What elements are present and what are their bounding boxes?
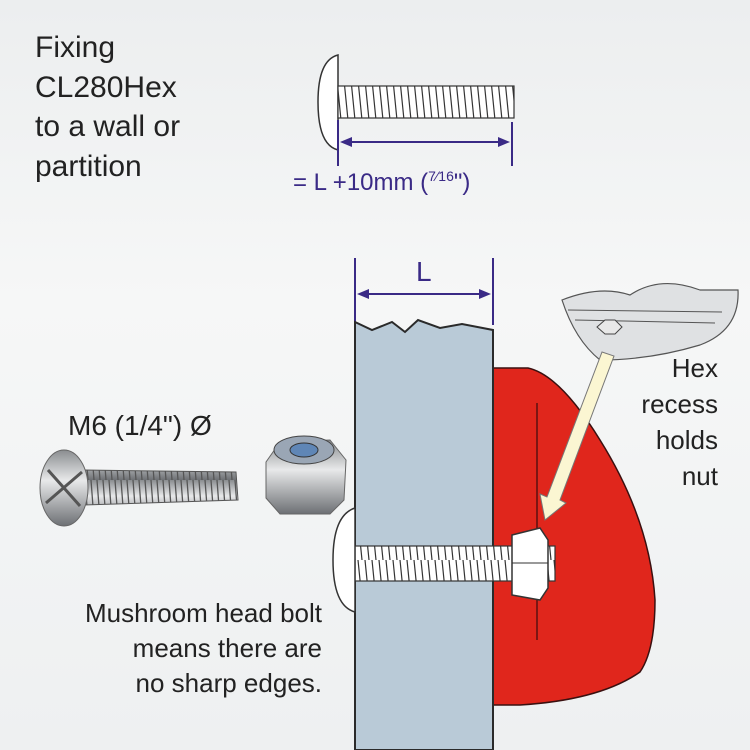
nylon-lock-nut-photo: [265, 435, 347, 515]
note-line: Mushroom head bolt: [84, 598, 322, 628]
title-line: Fixing: [35, 31, 116, 64]
hex-nut: [511, 527, 549, 601]
m6-bolt-photo: [39, 449, 239, 527]
pointer-arrow: [539, 351, 615, 521]
cl280hex-bracket: [492, 367, 656, 706]
bolt-size-label: M6 (1/4") Ø: [68, 410, 212, 441]
dimension-label: L: [416, 256, 432, 287]
hex-recess-callout: [539, 282, 739, 521]
title-line: to a wall or: [35, 110, 181, 143]
note-line: holds: [655, 425, 718, 455]
diagram-title: Fixing CL280Hex to a wall or partition: [35, 28, 180, 186]
note-line: recess: [641, 389, 718, 419]
title-line: partition: [35, 149, 142, 183]
bolt-length-drawing: [317, 54, 515, 166]
mushroom-note: Mushroom head bolt means there are no sh…: [85, 596, 322, 701]
note-line: Hex: [671, 353, 718, 383]
wall-thickness-dimension: [354, 258, 494, 325]
hex-note: Hex recess holds nut: [641, 350, 718, 494]
note-line: no sharp edges.: [135, 668, 322, 698]
note-line: nut: [681, 461, 718, 491]
installed-bolt: [332, 506, 556, 613]
formula-unit: "): [453, 169, 471, 196]
wall-partition: [354, 318, 494, 750]
bolt-length-formula: = L +10mm (7⁄16"): [293, 168, 470, 197]
formula-text: = L +10mm (: [293, 169, 429, 196]
title-line: CL280Hex: [35, 70, 177, 104]
note-line: means there are: [132, 633, 322, 663]
formula-fraction: 7⁄16: [428, 168, 454, 184]
